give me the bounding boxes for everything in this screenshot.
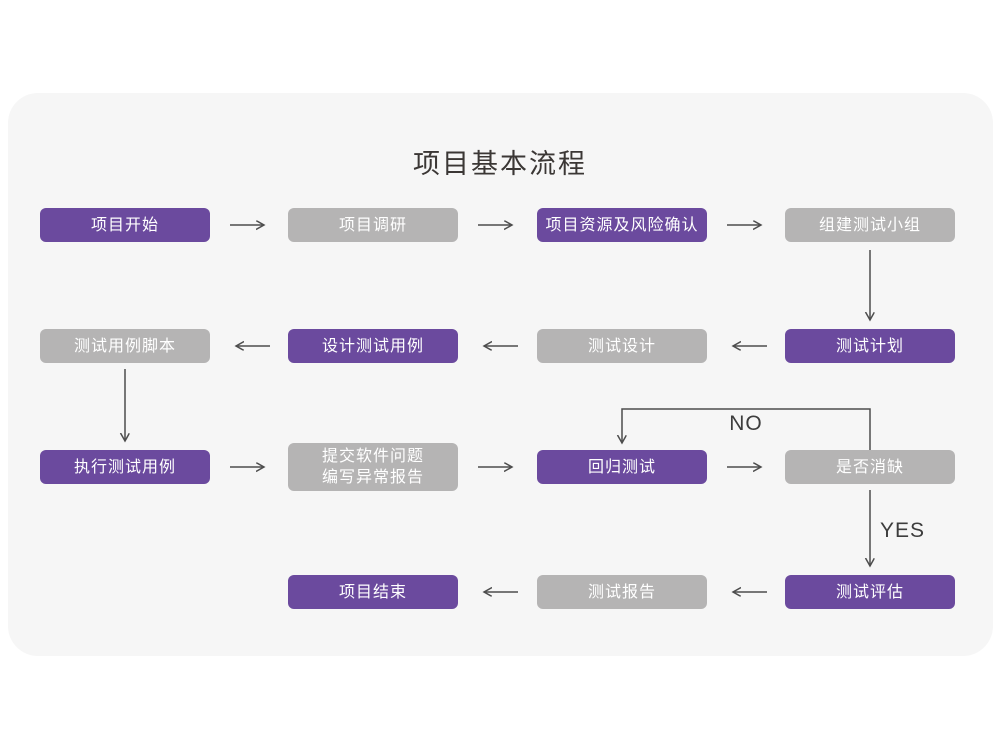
edge-label-no: NO: [729, 412, 763, 435]
node-test-report: 测试报告: [537, 575, 707, 609]
node-regression-test: 回归测试: [537, 450, 707, 484]
node-resource-risk-confirm: 项目资源及风险确认: [537, 208, 707, 242]
page-title: 项目基本流程: [413, 149, 587, 179]
node-test-evaluation: 测试评估: [785, 575, 955, 609]
node-project-research: 项目调研: [288, 208, 458, 242]
node-design-test-case: 设计测试用例: [288, 329, 458, 363]
node-project-end: 项目结束: [288, 575, 458, 609]
node-execute-test-case: 执行测试用例: [40, 450, 210, 484]
node-submit-issue-report: 提交软件问题 编写异常报告: [288, 443, 458, 491]
node-build-test-team: 组建测试小组: [785, 208, 955, 242]
flowchart-card: [8, 93, 993, 656]
edge-label-yes: YES: [880, 519, 926, 542]
node-test-case-script: 测试用例脚本: [40, 329, 210, 363]
node-defect-resolved: 是否消缺: [785, 450, 955, 484]
node-test-design: 测试设计: [537, 329, 707, 363]
node-project-start: 项目开始: [40, 208, 210, 242]
node-test-plan: 测试计划: [785, 329, 955, 363]
